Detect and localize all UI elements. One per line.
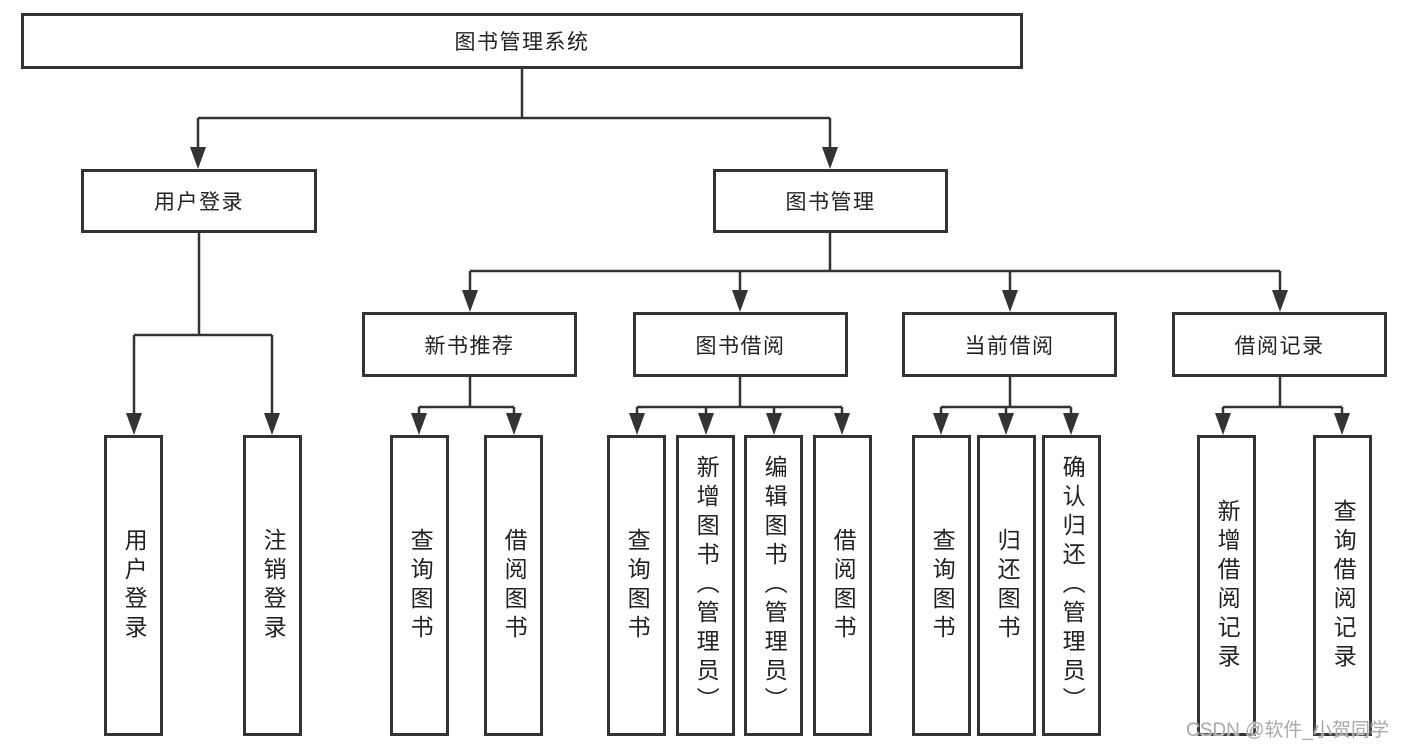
node-new-book-recommend: 新书推荐 — [362, 312, 577, 377]
leaf-label: 编辑图书（管理员） — [761, 455, 788, 716]
leaf-label: 查询借阅记录 — [1330, 498, 1357, 673]
node-label: 当前借阅 — [964, 334, 1055, 358]
node-label: 图书借阅 — [695, 334, 786, 358]
leaf-query-books-recommend: 查询图书 — [390, 435, 449, 736]
leaf-label: 注销登录 — [260, 527, 287, 644]
leaf-edit-book-admin: 编辑图书（管理员） — [744, 435, 803, 736]
leaf-confirm-return-admin: 确认归还（管理员） — [1042, 435, 1101, 736]
leaf-query-borrow-record: 查询借阅记录 — [1313, 435, 1372, 736]
leaf-label: 查询图书 — [407, 527, 434, 644]
leaf-query-books-current: 查询图书 — [912, 435, 971, 736]
node-label: 用户登录 — [154, 191, 244, 214]
node-borrow-records: 借阅记录 — [1172, 312, 1387, 377]
leaf-label: 查询图书 — [624, 527, 651, 644]
node-root: 图书管理系统 — [21, 13, 1023, 69]
node-book-borrow: 图书借阅 — [633, 312, 848, 377]
node-book-management: 图书管理 — [713, 169, 948, 233]
leaf-label: 确认归还（管理员） — [1059, 455, 1086, 716]
leaf-label: 借阅图书 — [501, 527, 528, 644]
node-label: 图书管理 — [785, 191, 876, 214]
leaf-logout: 注销登录 — [243, 435, 302, 736]
leaf-borrow-books-recommend: 借阅图书 — [484, 435, 543, 736]
arrowhead-icons — [126, 147, 1350, 435]
leaf-add-book-admin: 新增图书（管理员） — [676, 435, 735, 736]
leaf-borrow-books: 借阅图书 — [813, 435, 872, 736]
node-label: 图书管理系统 — [454, 31, 590, 54]
leaf-label: 用户登录 — [121, 527, 148, 644]
leaf-label: 新增图书（管理员） — [693, 455, 720, 716]
node-current-borrow: 当前借阅 — [902, 312, 1117, 377]
watermark: CSDN @软件_小贺同学 — [1186, 720, 1389, 741]
node-label: 新书推荐 — [424, 334, 515, 358]
leaf-return-books: 归还图书 — [977, 435, 1036, 736]
leaf-label: 新增借阅记录 — [1214, 498, 1241, 673]
node-label: 借阅记录 — [1234, 334, 1325, 358]
leaf-label: 借阅图书 — [830, 527, 857, 644]
node-user-login: 用户登录 — [81, 169, 317, 233]
leaf-add-borrow-record: 新增借阅记录 — [1197, 435, 1256, 736]
leaf-user-login: 用户登录 — [104, 435, 163, 736]
leaf-label: 查询图书 — [929, 527, 956, 644]
leaf-label: 归还图书 — [994, 527, 1021, 644]
leaf-query-books-borrow: 查询图书 — [607, 435, 666, 736]
